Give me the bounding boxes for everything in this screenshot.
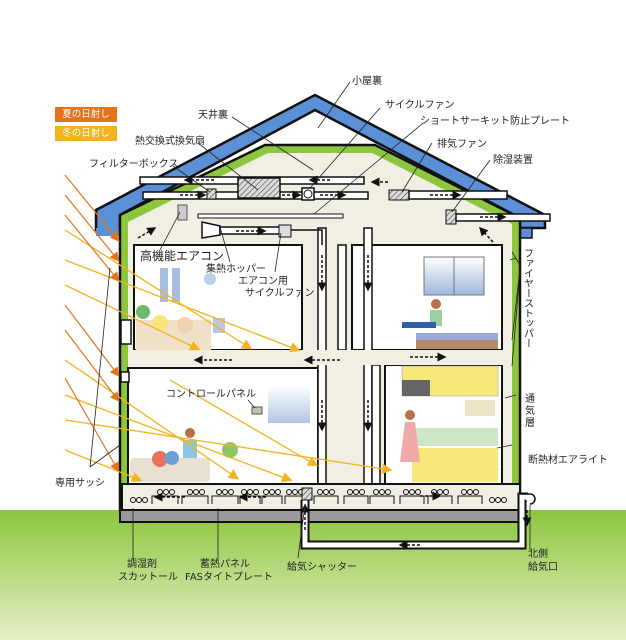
label-air-layer-2: 気 [525, 404, 535, 417]
exhaust-fan [388, 189, 410, 201]
label-heat-exchange-fan: 熱交換式換気扇 [135, 134, 205, 147]
legend-winter-sun: 冬の日射し [55, 126, 117, 141]
supply-shutter [301, 487, 313, 501]
label-high-performance-ac: 高機能エアコン [140, 248, 224, 263]
label-fire-stopper: ファイヤーストッパー [522, 248, 534, 348]
summer-sun-rays [64, 174, 120, 473]
crawlspace [121, 483, 521, 511]
label-humidity-agent-2: スカットール [118, 571, 178, 583]
label-supply-shutter: 給気シャッター [287, 560, 357, 573]
label-humidity-agent-1: 調湿剤 [127, 557, 157, 570]
heat-exchange-fan [237, 177, 281, 199]
winter-sun-rays [64, 229, 393, 483]
label-air-layer-3: 層 [525, 417, 535, 429]
label-north-inlet-2: 給気口 [528, 560, 558, 573]
ground [0, 510, 626, 640]
label-dehumidifier: 除湿装置 [493, 153, 533, 166]
label-dedicated-sash: 専用サッシ [55, 477, 105, 489]
label-ac-cycle-fan-2: サイクルファン [245, 287, 315, 299]
label-cycle-fan: サイクルファン [385, 99, 455, 111]
label-north-inlet-1: 北側 [528, 547, 548, 560]
label-insulation-airlite: 断熱材エアライト [528, 453, 608, 466]
label-heat-panel-2: FASタイトプレート [185, 571, 273, 583]
label-short-circuit-plate: ショートサーキット防止プレート [420, 114, 570, 127]
north-inlet-cap [520, 493, 536, 505]
short-circuit-plate [197, 213, 344, 219]
label-ceiling-space: 天井裏 [198, 108, 228, 121]
clock-icon [204, 273, 216, 285]
control-panel [251, 406, 263, 415]
label-filter-box: フィルターボックス [89, 158, 179, 170]
label-ac-cycle-fan-1: エアコン用 [238, 276, 288, 287]
label-heat-hopper: 集熱ホッパー [206, 262, 266, 275]
dedicated-sash-upper [120, 319, 132, 345]
label-air-layer-1: 通 [525, 393, 535, 405]
high-performance-ac [177, 204, 188, 221]
label-heat-panel-1: 蓄熱パネル [200, 557, 250, 570]
legend-summer-sun: 夏の日射し [55, 107, 117, 122]
heat-hopper [201, 221, 221, 239]
filter-box [206, 188, 217, 200]
dehumidifier [445, 209, 457, 225]
label-control-panel: コントロールパネル [166, 388, 256, 400]
label-attic: 小屋裏 [352, 74, 382, 87]
foundation [119, 509, 521, 523]
dedicated-sash-lower [120, 371, 130, 383]
ac-cycle-fan [278, 224, 292, 238]
label-exhaust-fan: 排気ファン [437, 137, 487, 150]
